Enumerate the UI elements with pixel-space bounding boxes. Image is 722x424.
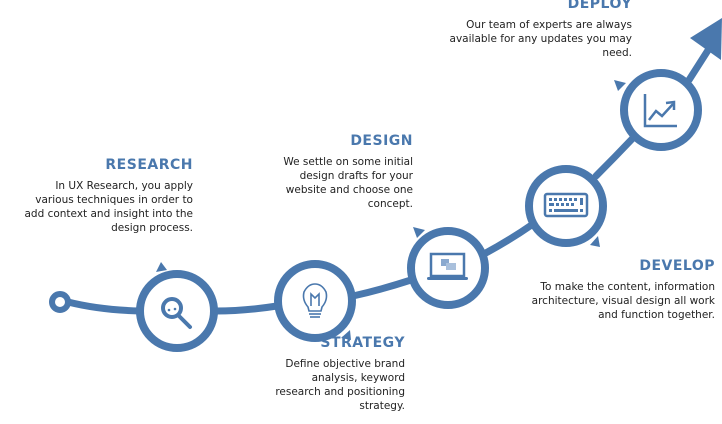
step-description: In UX Research, you apply various techni… — [24, 180, 193, 234]
step-strategy: STRATEGY Define objective brand analysis… — [205, 335, 405, 413]
step-description: To make the content, information archite… — [531, 281, 715, 321]
triangle-marker-icon — [341, 330, 351, 340]
step-develop: DEVELOP To make the content, information… — [495, 258, 715, 322]
triangle-marker-icon — [156, 262, 167, 272]
step-title: DESIGN — [350, 133, 413, 149]
step-title: DEPLOY — [567, 0, 632, 12]
triangle-marker-icon — [590, 236, 600, 247]
path-line — [64, 40, 716, 315]
step-description: We settle on some initial design drafts … — [283, 156, 413, 210]
step-description: Define objective brand analysis, keyword… — [275, 358, 405, 412]
step-description: Our team of experts are always available… — [449, 19, 632, 59]
step-title: DEVELOP — [639, 258, 715, 274]
keyboard-icon — [543, 192, 589, 218]
start-dot — [49, 291, 71, 313]
step-research: RESEARCH In UX Research, you apply vario… — [0, 157, 193, 235]
step-design: DESIGN We settle on some initial design … — [213, 133, 413, 211]
triangle-marker-icon — [614, 80, 626, 91]
lightbulb-icon — [302, 283, 328, 318]
step-title: STRATEGY — [320, 335, 405, 351]
step-deploy: DEPLOY Our team of experts are always av… — [392, 0, 632, 60]
research-node — [136, 270, 218, 352]
laptop-icon — [427, 252, 468, 280]
triangle-marker-icon — [413, 227, 425, 238]
strategy-node — [274, 260, 356, 342]
step-title: RESEARCH — [105, 157, 193, 173]
growth-chart-icon — [643, 94, 677, 128]
deploy-node — [620, 69, 702, 151]
magnifier-icon — [161, 297, 192, 329]
arrow-head-icon — [690, 18, 722, 60]
